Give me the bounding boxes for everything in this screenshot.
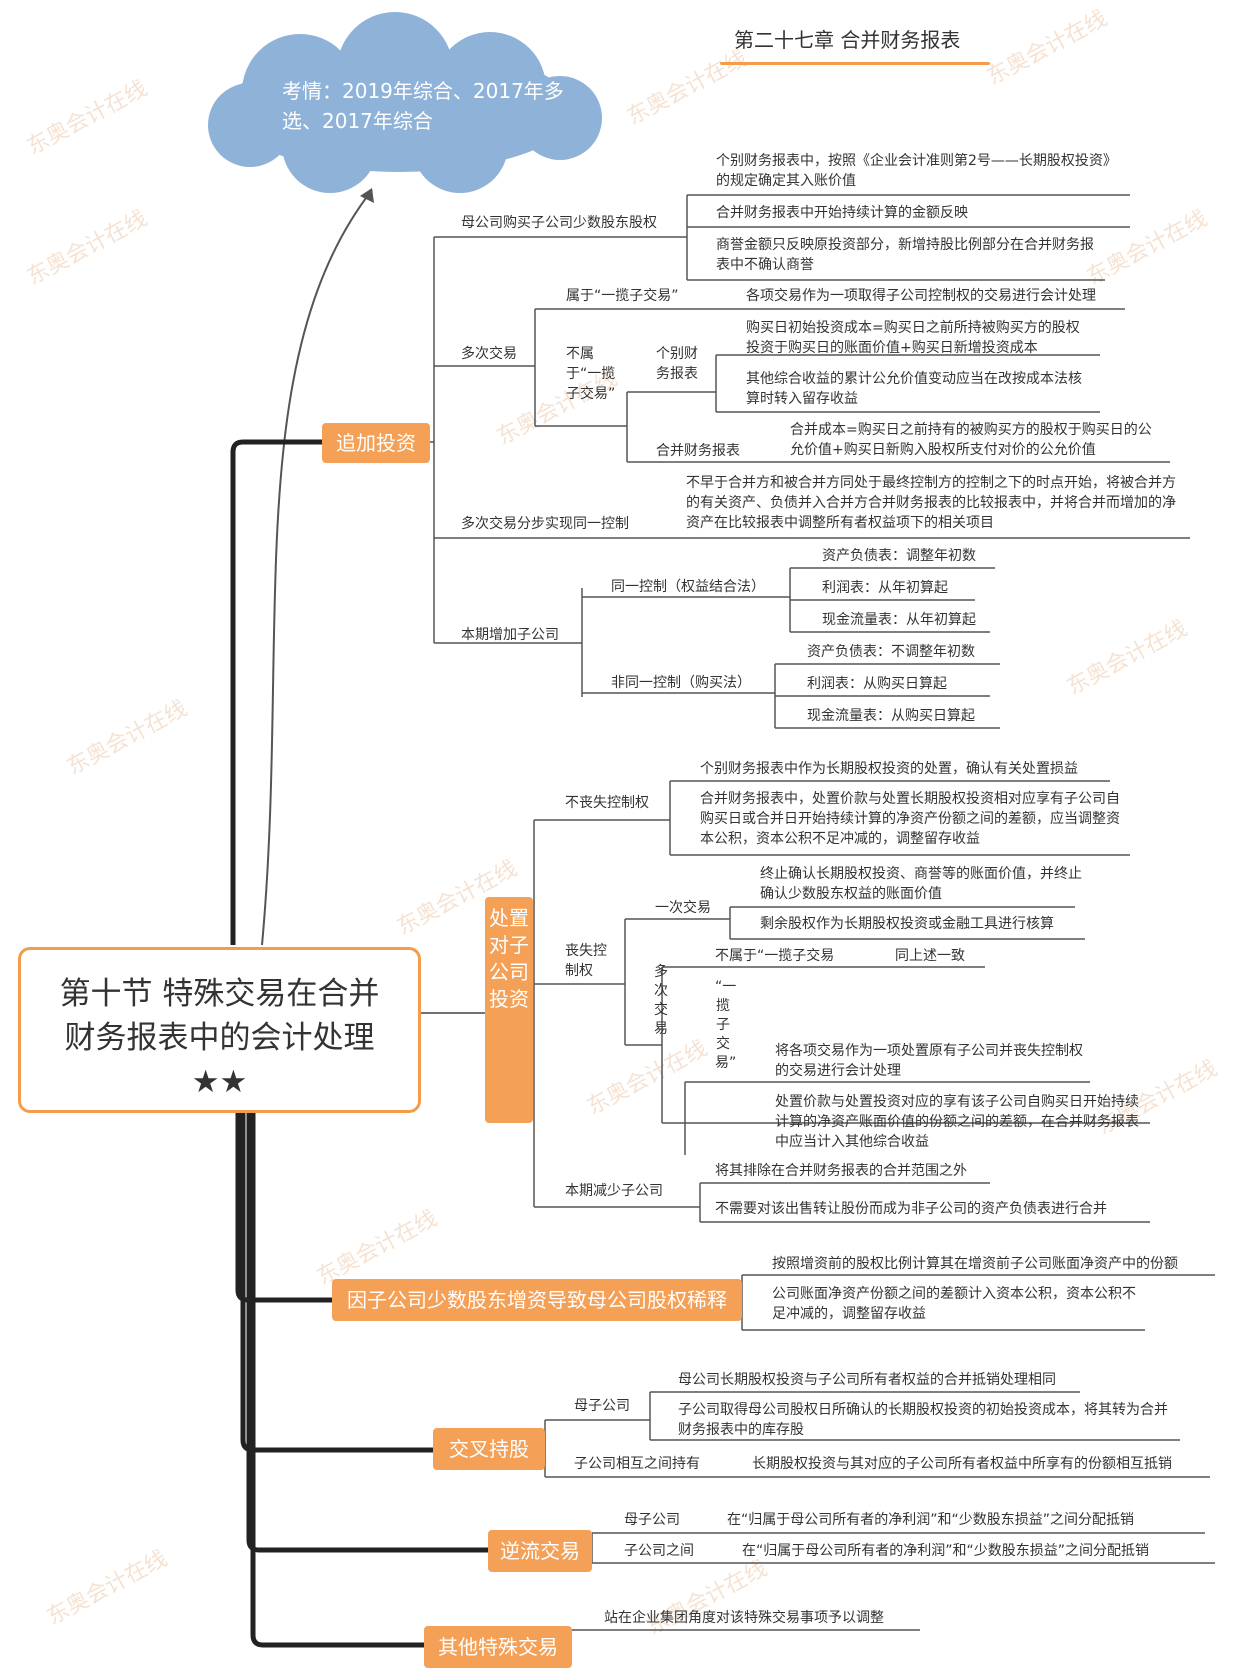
leaf-text: 站在企业集团角度对该特殊交易事项予以调整: [604, 1610, 884, 1626]
node-lose-control: 丧失控制权: [565, 943, 607, 979]
node-single-transaction: 一次交易: [655, 900, 711, 916]
leaf-text: 利润表：从购买日算起: [807, 676, 947, 692]
leaf-text: 长期股权投资与其对应的子公司所有者权益中所享有的份额相互抵销: [752, 1456, 1172, 1472]
leaf-text: 合并财务报表中，处置价款与处置长期股权投资相对应享有子公司自购买日或合并日开始持…: [700, 791, 1120, 847]
node-separate-statements: 个别财务报表: [656, 346, 698, 382]
branch-additional-investment: 追加投资: [322, 423, 430, 463]
branch-other-special: 其他特殊交易: [424, 1626, 572, 1668]
branch-cross-holding: 交叉持股: [433, 1428, 545, 1470]
leaf-text: 终止确认长期股权投资、商誉等的账面价值，并终止确认少数股东权益的账面价值: [760, 866, 1082, 902]
node-same-control: 同一控制（权益结合法）: [611, 579, 765, 595]
main-topic-stars: ★★: [191, 1064, 248, 1100]
branch-disposal: 处置对子公司投资: [485, 897, 533, 1123]
leaf-text: 将各项交易作为一项处置原有子公司并丧失控制权的交易进行会计处理: [775, 1043, 1083, 1079]
title-underline: [720, 62, 990, 65]
node-multiple-transactions: 多次交易: [461, 346, 517, 362]
node-not-package-deal: 不属于“一揽子交易”: [566, 346, 616, 402]
node-package-deal: 属于“一揽子交易”: [566, 288, 679, 304]
node-not-package-disposal: 不属于“一揽子交易: [715, 948, 835, 964]
leaf-text: 同上述一致: [895, 948, 965, 964]
leaf-text: 处置价款与处置投资对应的享有该子公司自购买日开始持续计算的净资产账面价值的份额之…: [775, 1094, 1139, 1150]
main-topic-line2: 财务报表中的会计处理: [64, 1020, 375, 1056]
leaf-text: 在“归属于母公司所有者的净利润”和“少数股东损益”之间分配抵销: [742, 1543, 1150, 1559]
node-mutual-holding: 子公司相互之间持有: [574, 1456, 700, 1472]
node-parent-sub-upstream: 母子公司: [624, 1512, 680, 1528]
branch-upstream-transaction: 逆流交易: [488, 1530, 592, 1572]
leaf-text: 其他综合收益的累计公允价值变动应当在改按成本法核算时转入留存收益: [746, 371, 1082, 407]
node-minority-purchase: 母公司购买子公司少数股东股权: [461, 215, 657, 231]
leaf-text: 合并成本=购买日之前持有的被购买方的股权于购买日的公允价值+购买日新购入股权所支…: [790, 422, 1152, 458]
leaf-text: 各项交易作为一项取得子公司控制权的交易进行会计处理: [746, 288, 1096, 304]
node-retain-control: 不丧失控制权: [565, 795, 649, 811]
leaf-text: 商誉金额只反映原投资部分，新增持股比例部分在合并财务报表中不确认商誉: [716, 237, 1094, 273]
node-parent-sub: 母子公司: [574, 1398, 630, 1414]
leaf-text: 个别财务报表中作为长期股权投资的处置，确认有关处置损益: [700, 761, 1078, 777]
node-non-same-control: 非同一控制（购买法）: [611, 675, 751, 691]
cloud-arrow: [261, 189, 373, 946]
leaf-text: 资产负债表：调整年初数: [822, 548, 976, 564]
cloud-shape: [208, 12, 602, 193]
leaf-text: 不需要对该出售转让股份而成为非子公司的资产负债表进行合并: [715, 1201, 1107, 1217]
leaf-text: 按照增资前的股权比例计算其在增资前子公司账面净资产中的份额: [772, 1256, 1178, 1272]
leaf-text: 在“归属于母公司所有者的净利润”和“少数股东损益”之间分配抵销: [727, 1512, 1135, 1528]
leaf-text: 资产负债表：不调整年初数: [807, 644, 975, 660]
leaf-text: 不早于合并方和被合并方同处于最终控制方的控制之下的时点开始，将被合并方的有关资产…: [686, 475, 1176, 531]
node-between-subs: 子公司之间: [624, 1543, 694, 1559]
leaf-text: 合并财务报表中开始持续计算的金额反映: [716, 205, 968, 221]
leaf-text: 现金流量表：从购买日算起: [807, 708, 975, 724]
exam-history-note: 考情：2019年综合、2017年多选、2017年综合: [282, 79, 564, 133]
main-topic: 第十节 特殊交易在合并 财务报表中的会计处理 ★★: [18, 947, 421, 1113]
leaf-text: 个别财务报表中，按照《企业会计准则第2号——长期股权投资》的规定确定其入账价值: [716, 153, 1117, 189]
node-multiple-disposal: 多次交易: [654, 964, 668, 1037]
node-reduce-subsidiary: 本期减少子公司: [565, 1183, 663, 1199]
leaf-text: 利润表：从年初算起: [822, 580, 948, 596]
branch-equity-dilution: 因子公司少数股东增资导致母公司股权稀释: [332, 1279, 742, 1321]
arrowhead-icon: [360, 188, 374, 203]
node-stepwise-common-control: 多次交易分步实现同一控制: [461, 516, 629, 532]
node-consolidated-statements: 合并财务报表: [656, 443, 740, 459]
leaf-text: 母公司长期股权投资与子公司所有者权益的合并抵销处理相同: [678, 1372, 1056, 1388]
leaf-text: 子公司取得母公司股权日所确认的长期股权投资的初始投资成本，将其转为合并财务报表中…: [678, 1402, 1168, 1438]
node-package-disposal: “一揽子交易”: [715, 979, 737, 1071]
chapter-title: 第二十七章 合并财务报表: [734, 28, 961, 52]
leaf-text: 将其排除在合并财务报表的合并范围之外: [715, 1163, 967, 1179]
leaf-text: 现金流量表：从年初算起: [822, 612, 976, 628]
leaf-text: 剩余股权作为长期股权投资或金融工具进行核算: [760, 916, 1054, 932]
leaf-text: 购买日初始投资成本=购买日之前所持被购买方的股权投资于购买日的账面价值+购买日新…: [746, 320, 1080, 356]
main-topic-line1: 第十节 特殊交易在合并: [59, 976, 380, 1012]
leaf-text: 公司账面净资产份额之间的差额计入资本公积，资本公积不足冲减的，调整留存收益: [772, 1286, 1136, 1322]
node-new-subsidiary: 本期增加子公司: [461, 627, 559, 643]
